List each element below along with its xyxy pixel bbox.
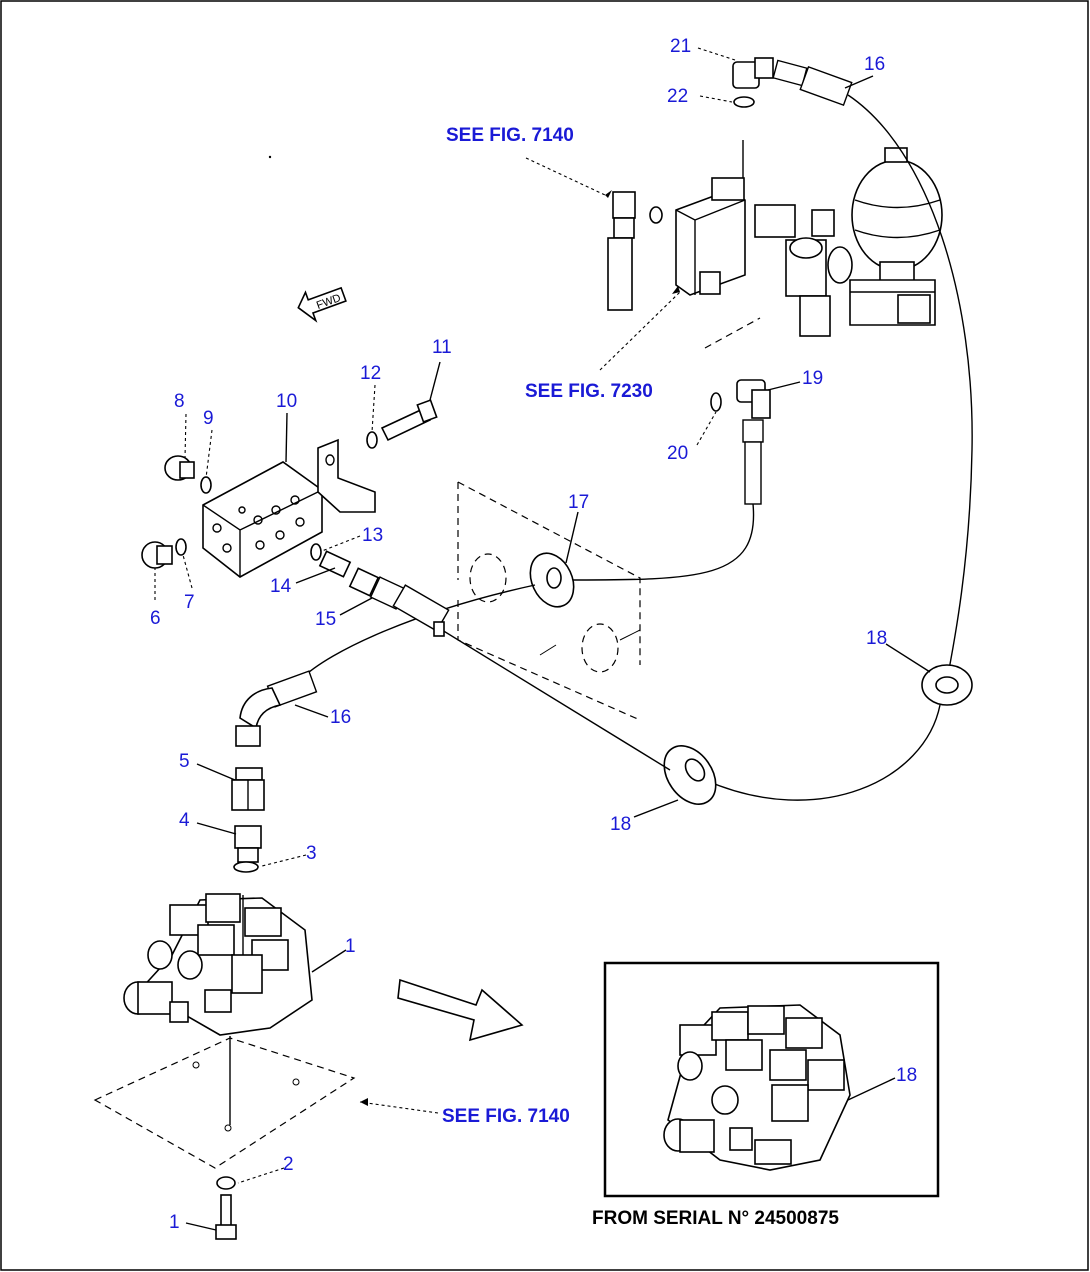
hose-19-line: [564, 503, 755, 581]
hose-right-lower: [704, 704, 941, 801]
adapter-6: [231, 767, 265, 811]
callouts: 21 22 16 19 20 11 12 10 8 9 13 14 15 17 …: [150, 36, 917, 1233]
callout-8: 7: [184, 592, 195, 613]
fwd-arrow: FWD: [297, 286, 347, 323]
fitting-14-15: [310, 543, 450, 637]
arrow-to-inset: [397, 978, 524, 1042]
callout-17: 16: [330, 707, 351, 728]
cap-9: [164, 455, 212, 494]
leader-1-inset: [847, 1077, 896, 1101]
callout-3: 2: [283, 1154, 294, 1175]
accumulator-assembly: [607, 140, 943, 349]
callout-2: 1: [169, 1212, 180, 1233]
callout-19: 19: [802, 368, 823, 389]
callout-22: 22: [667, 86, 688, 107]
inset-box: [603, 961, 940, 1198]
distribution-block-11: [202, 461, 323, 578]
grommet-18-right: [921, 664, 973, 706]
valve-1-main: [123, 893, 313, 1036]
callout-16-mid: 15: [315, 609, 336, 630]
callout-4: 4: [179, 810, 190, 831]
callout-9: 8: [174, 391, 185, 412]
leader-lines: [154, 47, 931, 1231]
elbow-19: [710, 379, 771, 505]
callout-12: 11: [432, 337, 452, 358]
top-elbow-fitting: [732, 57, 853, 108]
callout-1-inset: 18: [896, 1065, 917, 1086]
arrowhead-fig7140-bottom: [360, 1098, 368, 1106]
hose-16-diag-line: [441, 629, 671, 771]
callout-5: 3: [306, 843, 317, 864]
callout-18-lower: 18: [610, 814, 631, 835]
grommet-18-lower: [663, 745, 717, 805]
washer-3: [216, 1176, 236, 1190]
mounting-plate: [93, 1036, 356, 1169]
callout-20: 20: [667, 443, 688, 464]
cap-7: [141, 538, 187, 569]
callout-6: 5: [179, 751, 190, 772]
grommet-18-upper: [529, 552, 575, 608]
stray-dot: [268, 155, 272, 159]
mounting-bracket: [317, 438, 376, 513]
ref-fig-7140-top[interactable]: SEE FIG. 7140: [446, 125, 574, 146]
callout-15: 13: [362, 525, 383, 546]
callout-7: 6: [150, 608, 161, 629]
hose-17-fitting: [235, 670, 318, 747]
callout-1-main: 1: [345, 936, 356, 957]
ref-fig-7140-bottom[interactable]: SEE FIG. 7140: [442, 1106, 570, 1127]
ref-fig-7230[interactable]: SEE FIG. 7230: [525, 381, 653, 402]
arrowhead-fig7230: [672, 286, 680, 294]
callout-10: 9: [203, 408, 214, 429]
callout-18-right: 18: [866, 628, 887, 649]
arrowhead-fig7140-top: [605, 190, 612, 198]
callout-11: 10: [276, 391, 297, 412]
callout-14: 14: [270, 576, 292, 597]
frame-plate: [457, 481, 641, 721]
bolt-2: [215, 1194, 237, 1240]
callout-18-upper: 17: [568, 492, 589, 513]
hose-17-line: [299, 584, 536, 681]
callout-13: 12: [360, 363, 381, 384]
inset-caption: FROM SERIAL N° 24500875: [592, 1208, 839, 1229]
callout-21: 21: [670, 36, 691, 57]
fwd-label: FWD: [315, 292, 343, 312]
callout-16-top: 16: [864, 54, 885, 75]
adapter-4: [233, 825, 262, 873]
valve-1-inset: [663, 1004, 851, 1171]
hose-16-upper-line: [847, 94, 973, 691]
bolt-12: [366, 399, 438, 449]
